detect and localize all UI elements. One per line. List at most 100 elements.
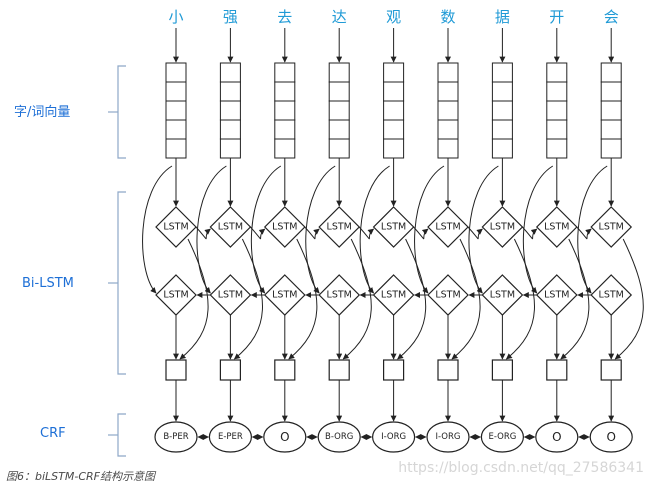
backward-lstm-node — [318, 274, 361, 316]
vector-cell — [274, 100, 296, 121]
crf-tag-node — [535, 421, 579, 453]
vector-cell — [274, 62, 296, 83]
output-box — [546, 359, 568, 381]
vector-cell — [437, 81, 459, 102]
vector-to-backward-arrow — [414, 165, 445, 294]
crf-tag-node — [589, 421, 633, 453]
forward-lstm-label: LSTM — [599, 222, 624, 233]
vector-to-backward-arrow — [468, 165, 499, 294]
backward-lstm-label: LSTM — [272, 290, 297, 301]
forward-link — [250, 226, 266, 240]
forward-to-output-arrow — [505, 238, 535, 360]
crf-tag-label: E-ORG — [488, 432, 516, 442]
figure-caption: 图6：biLSTM-CRF结构示意图 — [6, 470, 155, 483]
crf-tag-node — [317, 421, 361, 453]
vector-cell — [383, 100, 405, 121]
forward-lstm-label: LSTM — [544, 222, 569, 233]
vector-cell — [274, 138, 296, 159]
vector-cell — [437, 138, 459, 159]
vector-cell — [328, 119, 350, 140]
forward-lstm-label: LSTM — [272, 222, 297, 233]
layer-label-crf: CRF — [40, 426, 66, 441]
output-box — [437, 359, 459, 381]
forward-lstm-node — [372, 206, 415, 248]
vector-cell — [546, 81, 568, 102]
vector-to-backward-arrow — [359, 165, 390, 294]
vector-cell — [165, 119, 187, 140]
backward-lstm-label: LSTM — [218, 290, 243, 301]
crf-tag-label: B-ORG — [325, 432, 353, 442]
vector-cell — [328, 138, 350, 159]
token-char: 开 — [549, 8, 564, 26]
crf-tag-node — [263, 421, 307, 453]
forward-lstm-label: LSTM — [163, 222, 188, 233]
forward-to-output-arrow — [179, 238, 209, 360]
vector-cell — [491, 100, 513, 121]
vector-cell — [600, 62, 622, 83]
forward-to-output-arrow — [288, 238, 318, 360]
crf-tag-label: O — [280, 430, 289, 444]
forward-lstm-node — [481, 206, 524, 248]
vector-cell — [600, 119, 622, 140]
vector-to-backward-arrow — [196, 165, 227, 294]
backward-lstm-node — [263, 274, 306, 316]
backward-lstm-label: LSTM — [327, 290, 352, 301]
forward-lstm-node — [155, 206, 197, 248]
forward-link — [522, 226, 538, 240]
vector-cell — [600, 100, 622, 121]
token-char: 达 — [332, 8, 347, 26]
vector-cell — [383, 81, 405, 102]
output-box — [328, 359, 350, 381]
vector-cell — [437, 100, 459, 121]
vector-cell — [165, 138, 187, 159]
vector-cell — [491, 138, 513, 159]
output-box — [491, 359, 513, 381]
crf-tag-node — [372, 421, 416, 453]
backward-lstm-node — [372, 274, 415, 316]
vector-cell — [491, 119, 513, 140]
token-char: 据 — [495, 8, 510, 26]
backward-lstm-node — [535, 274, 578, 316]
vector-cell — [383, 138, 405, 159]
crf-tag-label: B-PER — [163, 432, 188, 442]
forward-to-output-arrow — [451, 238, 481, 360]
crf-tag-label: O — [552, 430, 561, 444]
bracket-embedding — [117, 65, 126, 159]
backward-lstm-label: LSTM — [490, 290, 515, 301]
token-char: 强 — [223, 8, 238, 26]
vector-to-backward-arrow — [142, 165, 173, 294]
forward-to-output-arrow — [233, 238, 263, 360]
forward-lstm-node — [263, 206, 306, 248]
output-box — [219, 359, 241, 381]
backward-lstm-node — [155, 274, 197, 316]
vector-cell — [546, 100, 568, 121]
backward-lstm-label: LSTM — [381, 290, 406, 301]
token-char: 会 — [604, 8, 619, 26]
bracket-bilstm — [117, 191, 126, 375]
vector-cell — [274, 81, 296, 102]
forward-to-output-arrow — [397, 238, 427, 360]
forward-lstm-node — [427, 206, 469, 248]
vector-cell — [383, 119, 405, 140]
vector-cell — [328, 100, 350, 121]
output-box — [383, 359, 405, 381]
vector-cell — [600, 81, 622, 102]
forward-lstm-node — [590, 206, 633, 248]
vector-to-backward-arrow — [577, 165, 608, 294]
crf-tag-node — [426, 421, 470, 453]
vector-cell — [328, 62, 350, 83]
crf-tag-label: E-PER — [218, 432, 243, 442]
token-char: 观 — [386, 8, 401, 26]
forward-lstm-node — [535, 206, 578, 248]
backward-lstm-node — [209, 274, 252, 316]
crf-tag-label: I-ORG — [436, 432, 461, 442]
forward-lstm-label: LSTM — [327, 222, 352, 233]
vector-cell — [491, 81, 513, 102]
vector-cell — [491, 62, 513, 83]
crf-tag-node — [480, 421, 524, 453]
backward-lstm-node — [481, 274, 524, 316]
vector-cell — [219, 138, 241, 159]
crf-tag-label: I-ORG — [381, 432, 406, 442]
